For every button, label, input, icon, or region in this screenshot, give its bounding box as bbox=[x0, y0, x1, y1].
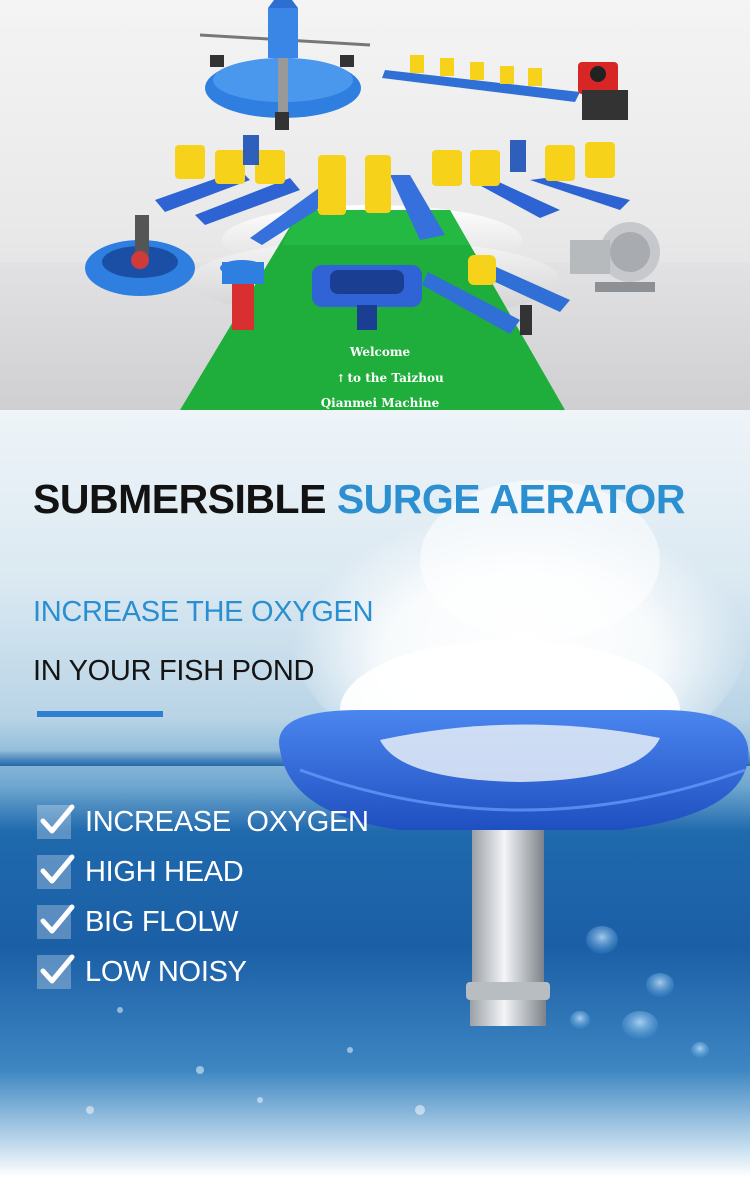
accent-underline bbox=[37, 711, 163, 717]
bubbles-icon bbox=[86, 1007, 425, 1115]
welcome-text-line1: Welcome bbox=[349, 345, 411, 359]
ring-aerator-icon bbox=[85, 215, 195, 296]
feature-item: LOW NOISY bbox=[37, 954, 247, 990]
product-hero: SUBMERSIBLE SURGE AERATOR INCREASE THE O… bbox=[0, 410, 750, 1177]
subheading-line2: IN YOUR FISH POND bbox=[33, 655, 315, 687]
paddlewheel-aerators-row-icon bbox=[155, 135, 630, 245]
small-paddle-aerator-icon bbox=[422, 255, 570, 335]
showroom-banner: Welcome ↑to the Taizhou Qianmei Machine bbox=[0, 0, 750, 410]
stainless-motor-icon bbox=[466, 830, 550, 1026]
checkmark-icon bbox=[37, 804, 75, 839]
aerator-float-icon bbox=[279, 710, 749, 830]
page-title: SUBMERSIBLE SURGE AERATOR bbox=[33, 476, 685, 523]
feature-label: BIG FLOLW bbox=[85, 905, 239, 938]
drum-aerator-icon bbox=[220, 260, 264, 330]
welcome-text-line2-label: to the Taizhou bbox=[347, 371, 444, 385]
feature-item: INCREASE OXYGEN bbox=[37, 804, 369, 840]
paddlewheel-engine-icon bbox=[382, 55, 628, 120]
jellyfish-icon bbox=[570, 926, 709, 1058]
feature-label: HIGH HEAD bbox=[85, 855, 244, 888]
feature-item: BIG FLOLW bbox=[37, 904, 238, 940]
welcome-text-line2: ↑to the Taizhou bbox=[310, 371, 470, 385]
feature-item: HIGH HEAD bbox=[37, 854, 244, 890]
aerator-products-illustration bbox=[85, 0, 660, 335]
checkmark-icon bbox=[37, 954, 75, 989]
impeller-aerator-icon bbox=[199, 0, 371, 130]
checkmark-icon bbox=[37, 854, 75, 889]
subheading-line1: INCREASE THE OXYGEN bbox=[33, 596, 374, 628]
feature-label: LOW NOISY bbox=[85, 955, 247, 988]
title-part2: SURGE AERATOR bbox=[336, 476, 686, 522]
title-part1: SUBMERSIBLE bbox=[33, 476, 326, 522]
surge-aerator-center-icon bbox=[312, 265, 422, 330]
checkmark-icon bbox=[37, 904, 75, 939]
welcome-text-line3: Qianmei Machine bbox=[320, 396, 440, 410]
blower-icon bbox=[570, 222, 660, 292]
feature-label: INCREASE OXYGEN bbox=[85, 805, 369, 838]
surge-aerator-illustration bbox=[86, 480, 750, 1115]
arrow-up-icon: ↑ bbox=[336, 372, 346, 385]
